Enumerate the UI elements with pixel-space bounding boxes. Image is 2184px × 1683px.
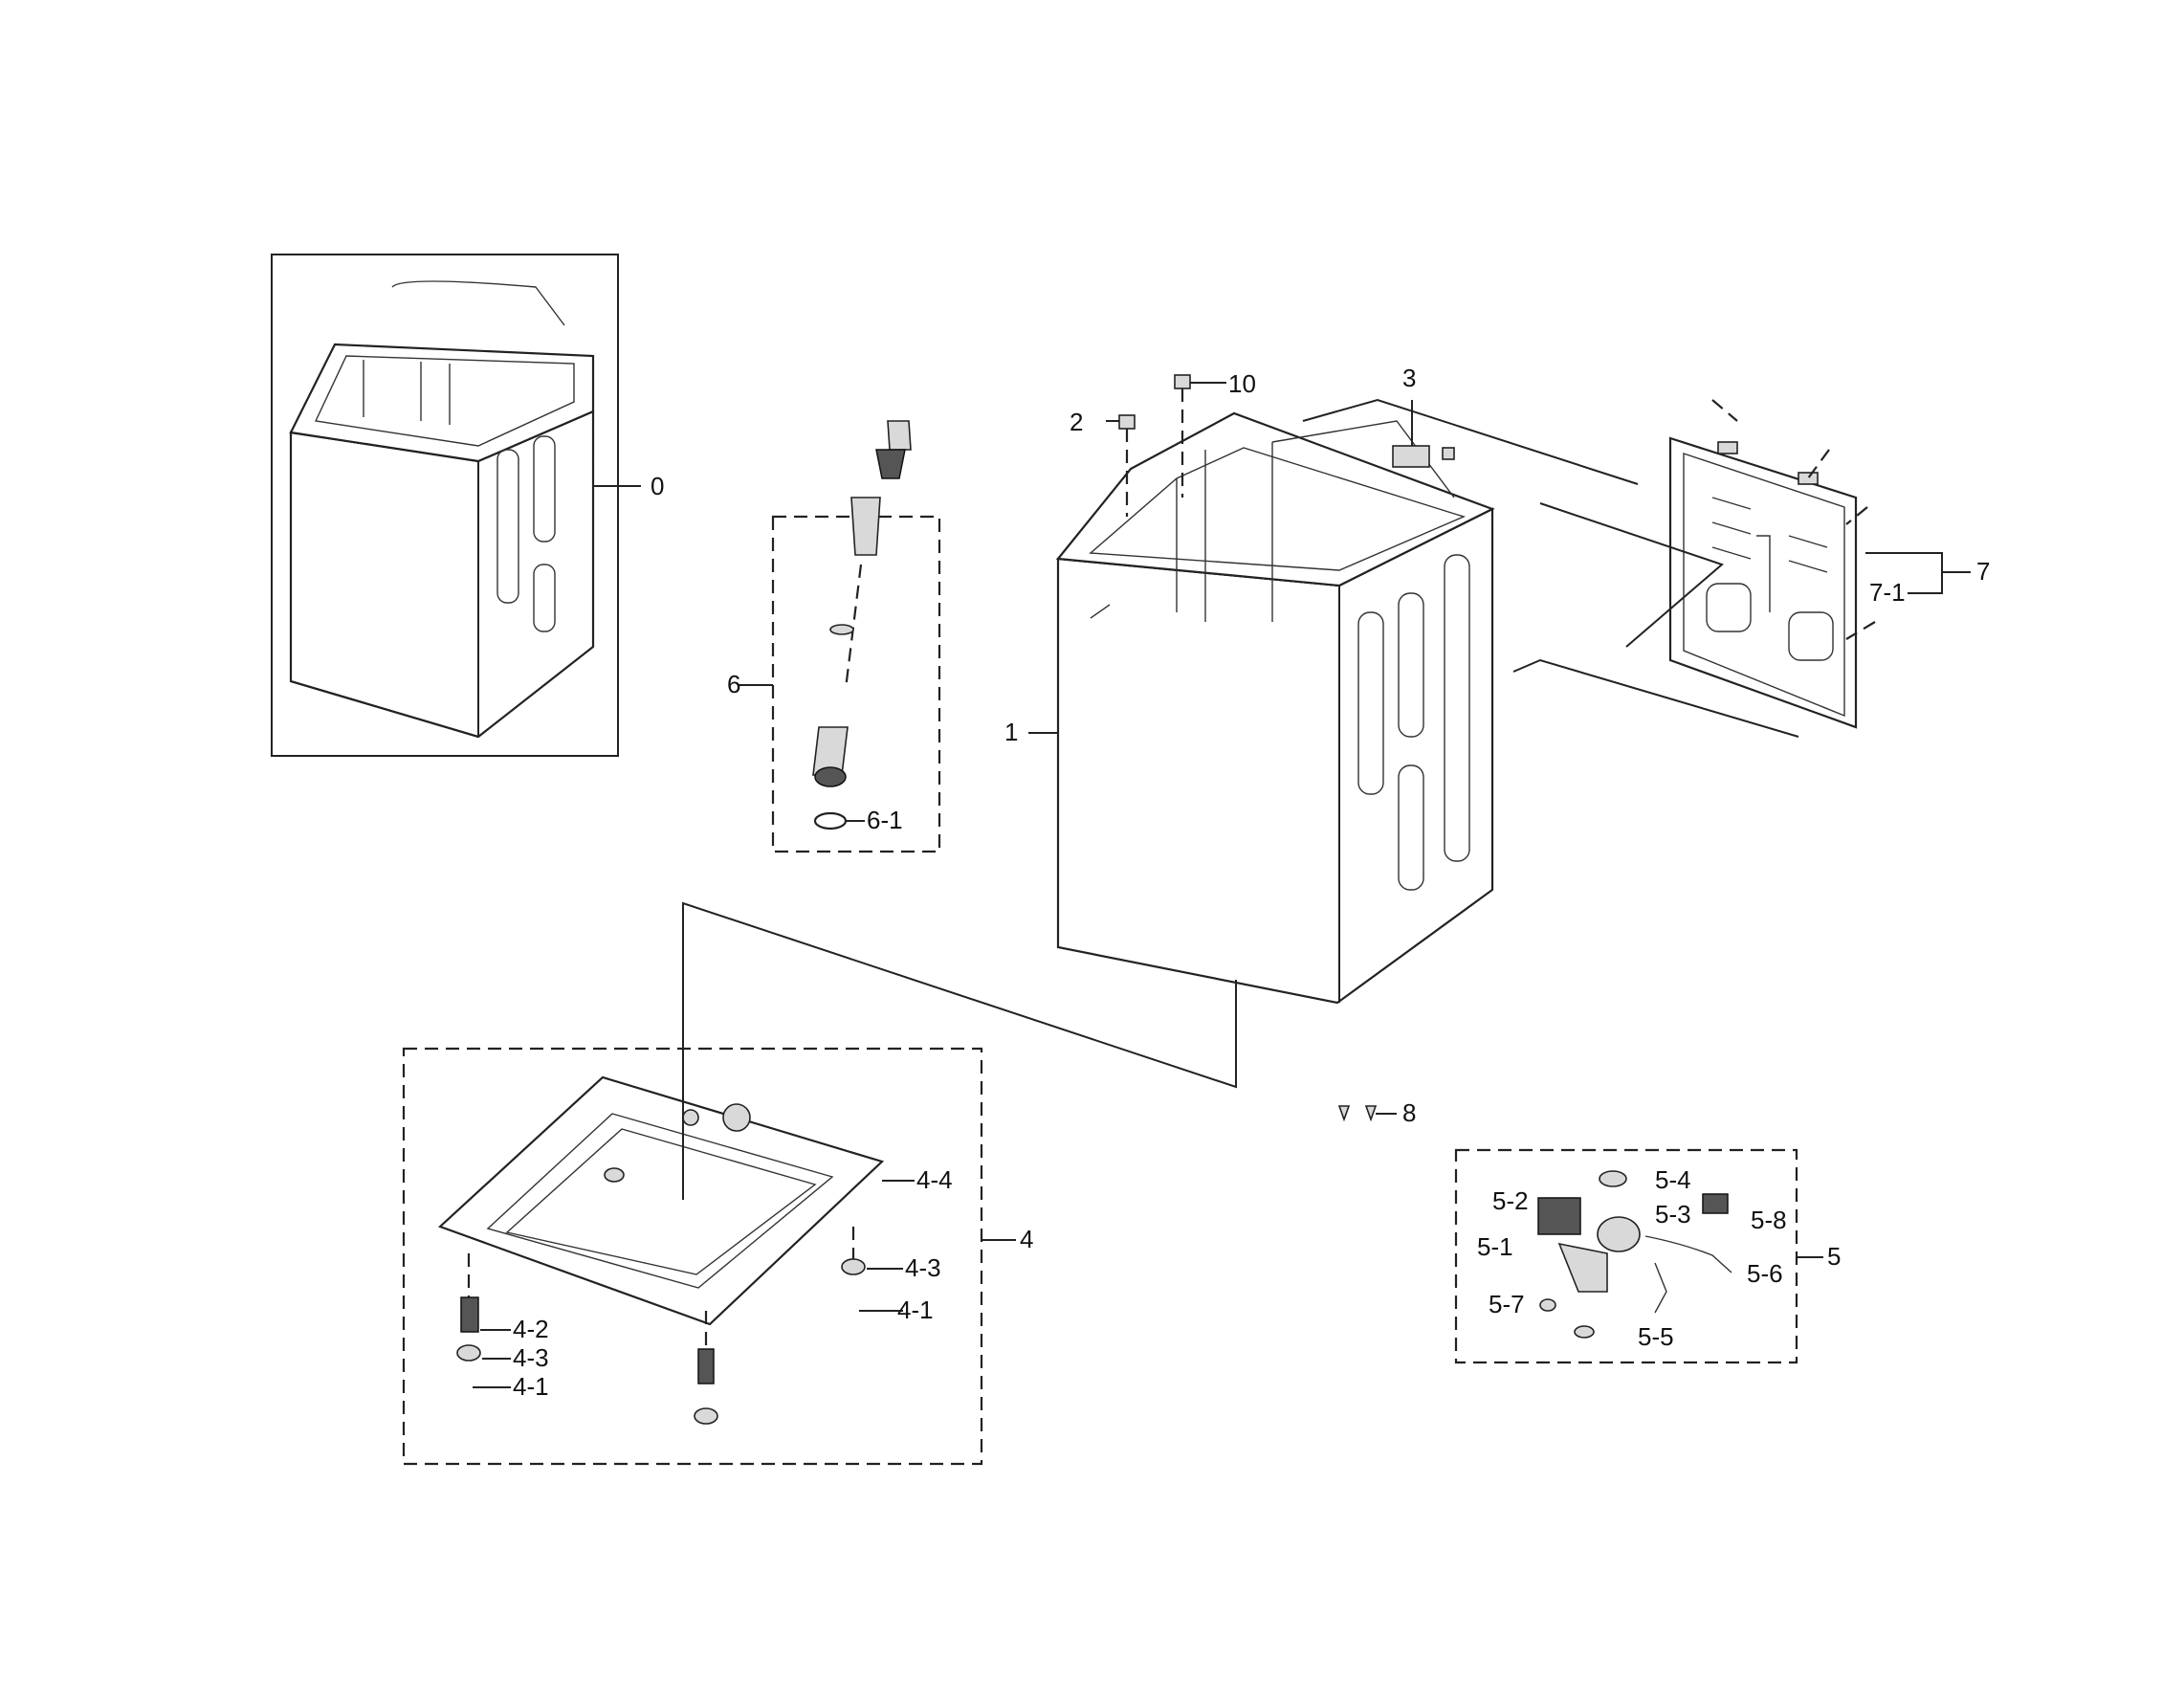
callout-4-2: 4-2 [513,1315,549,1343]
callout-6-1: 6-1 [867,806,903,834]
callout-4-3-right: 4-3 [905,1253,941,1282]
callout-5: 5 [1827,1242,1842,1271]
callout-8: 8 [1402,1098,1417,1127]
callout-0: 0 [651,472,665,500]
assembly-line-mid [1539,502,1724,648]
callout-4-4: 4-4 [916,1165,953,1194]
callout-10: 10 [1228,369,1256,398]
valve-assembly-group [1454,1148,1798,1364]
cabinet-part [1055,411,1495,1005]
assembly-line-base [682,901,1237,1200]
clip-2 [1106,414,1136,517]
callout-5-7: 5-7 [1489,1290,1525,1318]
callout-5-3: 5-3 [1655,1200,1691,1229]
callout-5-4: 5-4 [1655,1165,1691,1194]
callout-5-1: 5-1 [1477,1232,1513,1261]
callout-4-3-left: 4-3 [513,1343,549,1372]
assembly-line-bottom [1512,658,1799,738]
callout-4-1-right: 4-1 [897,1295,934,1324]
callout-4: 4 [1020,1225,1034,1253]
callout-3: 3 [1402,364,1417,392]
assembly-line-top [1302,398,1639,485]
callout-2: 2 [1070,408,1084,436]
screws-8 [1337,1105,1397,1122]
base-frame-group [402,1047,983,1466]
callout-5-2: 5-2 [1492,1186,1529,1215]
bracket-3 [1392,400,1455,468]
back-panel-part [1668,399,1876,729]
callout-5-5: 5-5 [1638,1322,1674,1351]
callout-7: 7 [1976,557,1991,586]
callout-4-1-left: 4-1 [513,1372,549,1401]
callout-7-1: 7-1 [1869,578,1906,607]
clip-10 [1174,374,1226,498]
assembled-cabinet-inset [271,254,619,757]
callout-1: 1 [1004,718,1019,746]
callout-5-6: 5-6 [1747,1259,1783,1288]
callout-5-8: 5-8 [1751,1206,1787,1234]
drain-hose-group [771,420,941,853]
callout-6: 6 [727,670,741,698]
